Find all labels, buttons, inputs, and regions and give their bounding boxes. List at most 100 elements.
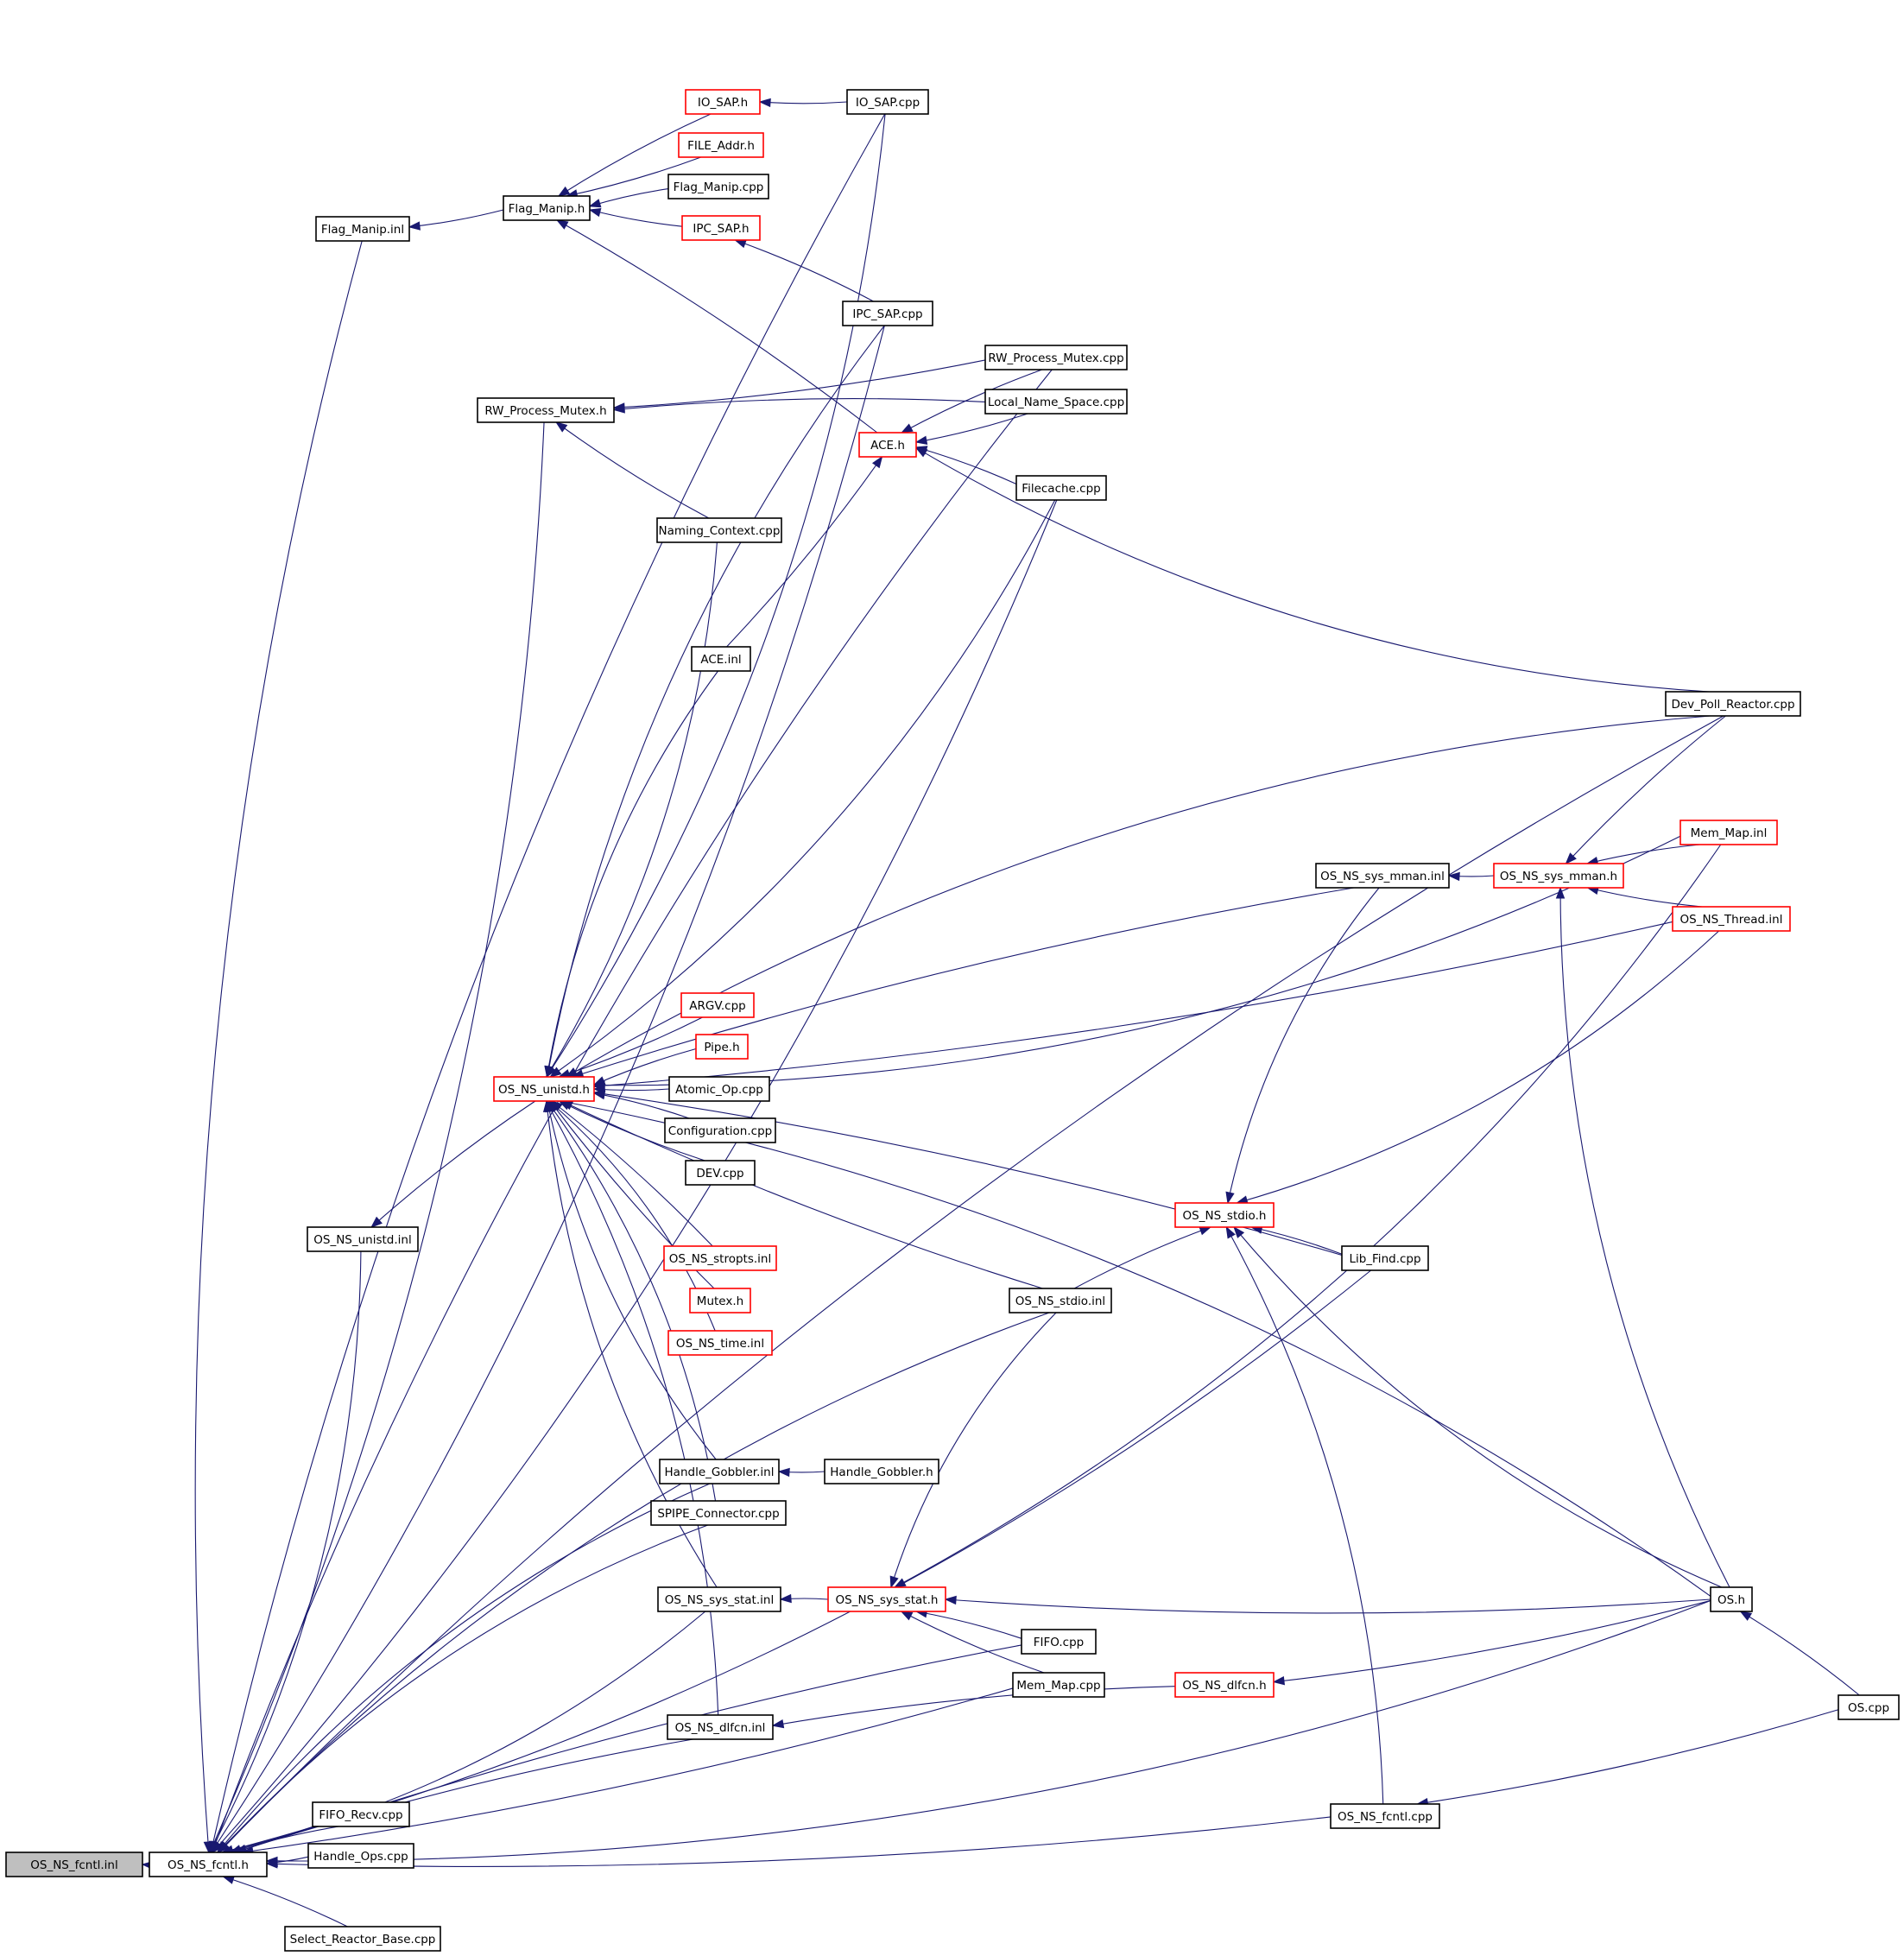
node-label: Lib_Find.cpp [1349, 1252, 1420, 1266]
node-lib-find-cpp[interactable]: Lib_Find.cpp [1341, 1245, 1429, 1271]
node-os-ns-sys-mman-inl[interactable]: OS_NS_sys_mman.inl [1315, 863, 1450, 889]
node-argv-cpp[interactable]: ARGV.cpp [680, 992, 755, 1018]
edge-arrowhead [914, 435, 928, 445]
node-os-ns-sys-mman-h[interactable]: OS_NS_sys_mman.h [1493, 863, 1624, 889]
node-os-ns-stdio-h[interactable]: OS_NS_stdio.h [1174, 1202, 1275, 1228]
node-flag-manip-h[interactable]: Flag_Manip.h [503, 195, 591, 221]
node-rw-process-mutex-h[interactable]: RW_Process_Mutex.h [477, 397, 615, 423]
edge-line [546, 113, 886, 1078]
edge-line [545, 1100, 719, 1716]
edge-os_ns_dlfcn_inl-to-os_ns_fcntl_h [233, 1738, 693, 1854]
node-os-ns-time-inl[interactable]: OS_NS_time.inl [667, 1330, 773, 1356]
edge-line [266, 1816, 1332, 1867]
node-os-ns-sys-stat-h[interactable]: OS_NS_sys_stat.h [827, 1586, 946, 1612]
edge-os_ns_fcntl_cpp-to-os_ns_stdio_h [1225, 1225, 1384, 1805]
node-local-name-space-cpp[interactable]: Local_Name_Space.cpp [984, 389, 1128, 415]
node-label: OS_NS_stropts.inl [669, 1252, 771, 1266]
edge-lib_find_cpp-to-os_ns_fcntl_h [220, 1269, 1372, 1854]
edge-line [1586, 844, 1700, 864]
edge-line [566, 715, 1711, 1078]
node-rw-process-mutex-cpp[interactable]: RW_Process_Mutex.cpp [984, 345, 1128, 370]
edge-line [1233, 1226, 1723, 1588]
node-dev-poll-reactor-cpp[interactable]: Dev_Poll_Reactor.cpp [1665, 691, 1801, 717]
edge-flag_manip_inl-to-os_ns_fcntl_h [194, 240, 363, 1854]
node-handle-gobbler-inl[interactable]: Handle_Gobbler.inl [659, 1459, 780, 1484]
node-flag-manip-cpp[interactable]: Flag_Manip.cpp [667, 174, 769, 199]
node-os-ns-unistd-inl[interactable]: OS_NS_unistd.inl [307, 1226, 419, 1252]
edge-os_ns_thread_inl-to-os_ns_sys_mman_h [1586, 885, 1703, 908]
node-box [657, 1586, 781, 1612]
node-ipc-sap-cpp[interactable]: IPC_SAP.cpp [842, 301, 933, 326]
node-handle-ops-cpp[interactable]: Handle_Ops.cpp [307, 1843, 414, 1869]
node-os-ns-fcntl-cpp[interactable]: OS_NS_fcntl.cpp [1330, 1803, 1440, 1829]
node-flag-manip-inl[interactable]: Flag_Manip.inl [315, 216, 410, 242]
node-os-ns-fcntl-inl[interactable]: OS_NS_fcntl.inl [5, 1852, 143, 1877]
edge-line [1251, 1226, 1343, 1255]
node-configuration-cpp[interactable]: Configuration.cpp [664, 1117, 776, 1143]
edge-arrowhead [588, 208, 602, 218]
edge-lib_find_cpp-to-os_ns_stdio_h [1249, 1225, 1343, 1255]
node-label: Naming_Context.cpp [659, 524, 781, 538]
edge-os_h-to-os_ns_sys_stat_h [944, 1595, 1711, 1614]
node-os-ns-stdio-inl[interactable]: OS_NS_stdio.inl [1009, 1288, 1112, 1313]
edge-line [1237, 930, 1719, 1204]
node-os-h[interactable]: OS.h [1710, 1586, 1753, 1612]
node-naming-context-cpp[interactable]: Naming_Context.cpp [656, 517, 782, 543]
node-mutex-h[interactable]: Mutex.h [689, 1288, 751, 1313]
edge-mem_map_inl-to-os_ns_sys_mman_h [1585, 844, 1700, 866]
edge-line [759, 101, 848, 104]
edge-arrowhead [1225, 1191, 1235, 1205]
node-os-ns-dlfcn-h[interactable]: OS_NS_dlfcn.h [1174, 1672, 1275, 1698]
node-io-sap-h[interactable]: IO_SAP.h [685, 89, 761, 115]
node-os-ns-fcntl-h[interactable]: OS_NS_fcntl.h [149, 1852, 268, 1877]
node-os-ns-sys-stat-inl[interactable]: OS_NS_sys_stat.inl [657, 1586, 781, 1612]
node-label: OS_NS_Thread.inl [1680, 913, 1783, 927]
node-mem-map-inl[interactable]: Mem_Map.inl [1679, 820, 1778, 845]
node-label: ACE.inl [700, 653, 741, 667]
node-box [1493, 863, 1624, 889]
edge-line [561, 1100, 1043, 1289]
edge-arrowhead [209, 1840, 219, 1854]
edge-arrowhead [612, 404, 625, 414]
edge-ace_h-to-flag_manip_h [555, 219, 878, 434]
node-label: IO_SAP.h [698, 96, 748, 110]
node-filecache-cpp[interactable]: Filecache.cpp [1015, 475, 1107, 501]
edge-os_cpp-to-os_h [1739, 1611, 1860, 1696]
node-ace-inl[interactable]: ACE.inl [691, 646, 751, 672]
edge-flag_manip_cpp-to-flag_manip_h [588, 188, 669, 208]
node-ace-h[interactable]: ACE.h [858, 432, 917, 458]
edge-os_ns_dlfcn_h-to-os_ns_dlfcn_inl [771, 1686, 1176, 1729]
edge-arrowhead [734, 239, 747, 249]
node-os-ns-unistd-h[interactable]: OS_NS_unistd.h [493, 1076, 595, 1102]
node-label: FIFO_Recv.cpp [319, 1808, 402, 1822]
node-fifo-cpp[interactable]: FIFO.cpp [1021, 1629, 1097, 1655]
node-os-cpp[interactable]: OS.cpp [1838, 1694, 1900, 1720]
node-box [664, 1117, 776, 1143]
node-spipe-connector-cpp[interactable]: SPIPE_Connector.cpp [650, 1500, 787, 1526]
node-handle-gobbler-h[interactable]: Handle_Gobbler.h [824, 1459, 939, 1484]
edge-arrowhead [555, 219, 569, 230]
node-box [5, 1852, 143, 1877]
node-fifo-recv-cpp[interactable]: FIFO_Recv.cpp [312, 1801, 410, 1827]
node-os-ns-thread-inl[interactable]: OS_NS_Thread.inl [1672, 906, 1791, 932]
node-os-ns-dlfcn-inl[interactable]: OS_NS_dlfcn.inl [667, 1714, 774, 1740]
node-ipc-sap-h[interactable]: IPC_SAP.h [681, 215, 761, 241]
node-os-ns-stropts-inl[interactable]: OS_NS_stropts.inl [663, 1245, 777, 1271]
node-label: OS_NS_sys_mman.inl [1320, 870, 1445, 883]
node-mem-map-cpp[interactable]: Mem_Map.cpp [1012, 1672, 1105, 1698]
node-select-reactor-base-cpp[interactable]: Select_Reactor_Base.cpp [284, 1926, 441, 1952]
node-box [149, 1852, 268, 1877]
edge-line [222, 1611, 706, 1853]
node-pipe-h[interactable]: Pipe.h [695, 1034, 749, 1060]
node-box [824, 1459, 939, 1484]
node-atomic-op-cpp[interactable]: Atomic_Op.cpp [668, 1076, 770, 1102]
node-label: Flag_Manip.inl [321, 223, 404, 237]
node-dev-cpp[interactable]: DEV.cpp [685, 1160, 756, 1186]
edge-line [408, 209, 504, 228]
node-label: Handle_Gobbler.h [830, 1465, 933, 1479]
node-file-addr-h[interactable]: FILE_Addr.h [678, 132, 764, 158]
node-box [1710, 1586, 1753, 1612]
node-io-sap-cpp[interactable]: IO_SAP.cpp [846, 89, 929, 115]
edge-ipc_sap_cpp-to-ipc_sap_h [734, 239, 874, 302]
edge-flag_manip_h-to-flag_manip_inl [408, 209, 504, 231]
